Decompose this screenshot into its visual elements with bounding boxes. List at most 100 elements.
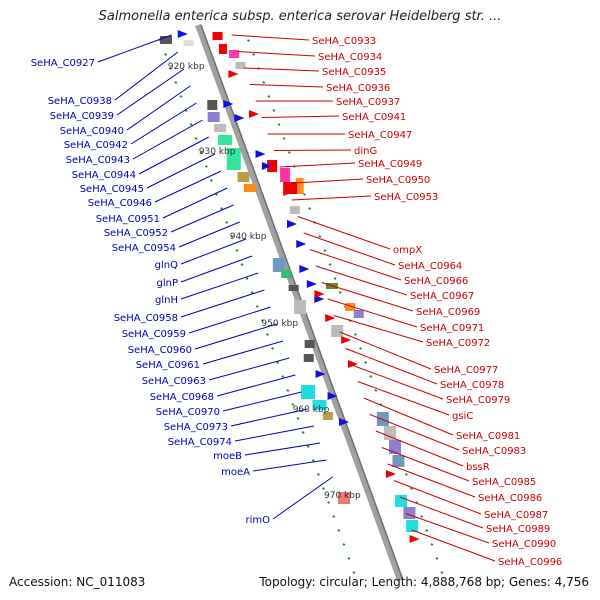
tick-mark <box>291 403 295 406</box>
tick-mark <box>311 459 315 462</box>
right-gene-label: SeHA_C0981 <box>456 431 520 442</box>
tick-mark <box>328 263 332 266</box>
gene-arrow <box>286 220 297 228</box>
right-gene-label: SeHA_C0949 <box>358 159 422 170</box>
left-leader <box>188 306 271 334</box>
tick-mark <box>262 81 266 84</box>
tick-mark <box>332 515 336 518</box>
left-gene-label: moeB <box>213 451 242 462</box>
left-leader <box>180 255 253 283</box>
left-leader <box>138 136 209 175</box>
gene-block <box>288 285 299 291</box>
tick-mark <box>189 123 193 126</box>
tick-mark <box>272 109 276 112</box>
right-gene-label: SeHA_C0977 <box>434 365 498 376</box>
gene-block <box>337 492 350 504</box>
gene-arrow <box>409 535 420 543</box>
tick-mark <box>276 361 280 364</box>
right-gene-label: SeHA_C0964 <box>398 261 462 272</box>
gene-arrow <box>234 114 245 122</box>
gene-block <box>303 354 314 362</box>
left-leader <box>272 476 333 520</box>
right-leader <box>345 348 438 385</box>
left-leader <box>170 204 234 233</box>
right-gene-label: SeHA_C0967 <box>410 291 474 302</box>
left-gene-label: SeHA_C0943 <box>66 155 130 166</box>
right-leader <box>309 249 402 281</box>
right-leader <box>303 232 396 266</box>
tick-mark <box>230 235 234 238</box>
right-leader <box>327 298 418 328</box>
left-gene-label: SeHA_C0959 <box>122 329 186 340</box>
tick-mark <box>410 487 413 490</box>
right-leader <box>387 463 476 498</box>
right-gene-label: SeHA_C0937 <box>336 97 400 108</box>
tick-mark <box>369 375 373 378</box>
left-leader <box>244 442 321 456</box>
right-gene-label: SeHA_C0996 <box>498 557 562 568</box>
tick-mark <box>240 263 244 266</box>
left-gene-label: moeA <box>221 467 250 478</box>
gene-block <box>376 412 389 426</box>
left-leader <box>208 357 290 381</box>
tick-mark <box>420 515 424 518</box>
left-gene-label: SeHA_C0940 <box>60 126 124 137</box>
left-leader <box>202 340 284 365</box>
tick-mark <box>247 39 250 42</box>
tick-mark <box>352 571 356 574</box>
left-gene-label: SeHA_C0945 <box>80 184 144 195</box>
tick-mark <box>425 529 429 532</box>
gene-block <box>235 62 246 69</box>
tick-mark <box>308 207 312 210</box>
gene-block <box>331 325 344 337</box>
gene-arrow <box>299 265 310 273</box>
right-leader <box>297 216 391 250</box>
right-leader <box>351 364 444 400</box>
kbp-label: 930 kbp <box>199 147 236 157</box>
right-leader <box>249 84 324 88</box>
tick-mark <box>430 543 434 546</box>
tick-mark <box>209 179 213 182</box>
right-gene-label: bssR <box>466 462 490 473</box>
right-leader <box>333 315 424 343</box>
right-gene-label: SeHA_C0947 <box>348 130 412 141</box>
right-leader <box>261 115 340 118</box>
kbp-label: 970 kbp <box>324 491 361 501</box>
right-gene-label: SeHA_C0986 <box>478 493 542 504</box>
right-leader <box>381 447 470 482</box>
gene-block <box>267 160 278 172</box>
tick-mark <box>204 165 208 168</box>
gene-block <box>403 507 416 519</box>
left-leader <box>130 102 197 145</box>
right-leader <box>279 162 356 168</box>
left-leader <box>126 85 191 131</box>
right-leader <box>237 51 316 57</box>
tick-mark <box>359 347 363 350</box>
gene-block <box>218 44 227 54</box>
tick-mark <box>235 249 239 252</box>
left-leader <box>230 408 308 427</box>
left-gene-label: SeHA_C0961 <box>136 360 200 371</box>
left-gene-label: SeHA_C0954 <box>112 243 176 254</box>
tick-mark <box>379 403 383 406</box>
tick-mark <box>327 501 331 504</box>
gene-block <box>395 495 408 507</box>
tick-mark <box>374 389 378 392</box>
tick-mark <box>271 347 275 350</box>
right-gene-label: SeHA_C0934 <box>318 52 382 63</box>
right-gene-label: SeHA_C0987 <box>484 510 548 521</box>
left-gene-label: SeHA_C0958 <box>114 313 178 324</box>
right-gene-label: SeHA_C0979 <box>446 395 510 406</box>
gene-block <box>312 400 327 410</box>
tick-mark <box>404 473 408 476</box>
gene-block <box>212 32 223 40</box>
kbp-label: 940 kbp <box>230 232 267 242</box>
gene-block <box>183 40 194 46</box>
right-gene-label: SeHA_C0983 <box>462 446 526 457</box>
tick-mark <box>179 95 183 98</box>
left-leader <box>222 391 302 412</box>
right-leader <box>369 414 460 451</box>
tick-mark <box>296 417 300 420</box>
right-gene-label: SeHA_C0969 <box>416 307 480 318</box>
